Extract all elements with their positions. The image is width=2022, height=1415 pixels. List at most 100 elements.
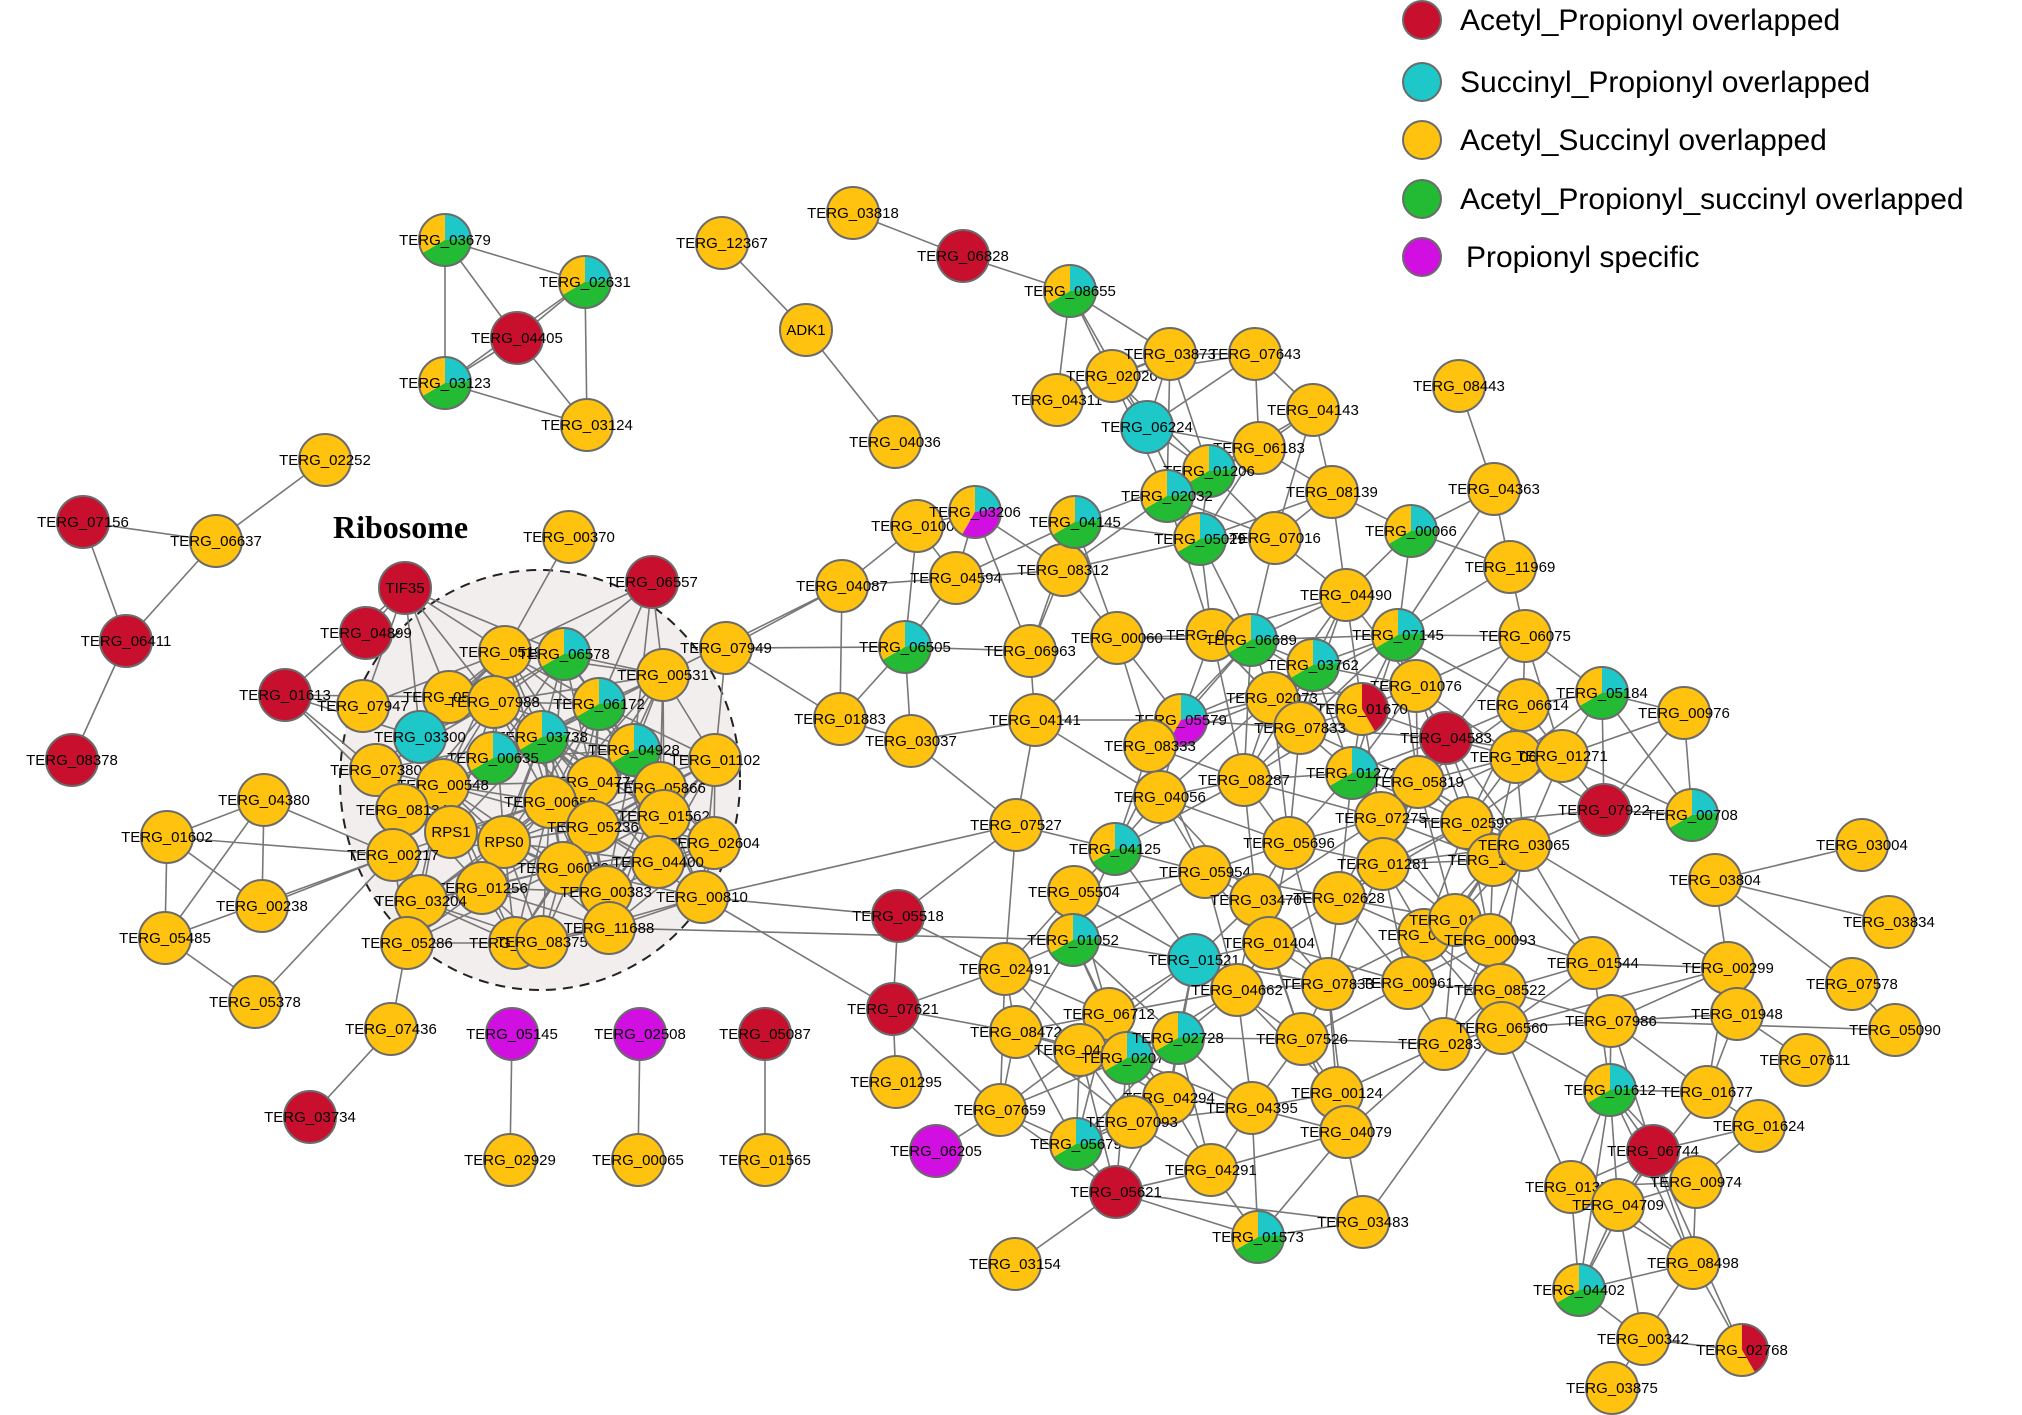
node-n189[interactable]: TERG_02768 xyxy=(1696,1323,1788,1377)
node-n169[interactable]: TERG_04395 xyxy=(1206,1081,1298,1135)
node-n124[interactable]: TERG_05819 xyxy=(1372,755,1464,809)
node-n39[interactable]: TERG_00650 xyxy=(504,775,596,829)
node-n29[interactable]: TERG_03300 xyxy=(374,710,466,764)
node-n82[interactable]: TERG_04145 xyxy=(1029,495,1121,549)
node-n41[interactable]: RPS1 xyxy=(424,805,478,859)
node-n55[interactable]: TERG_11688 xyxy=(564,901,655,955)
node-n154[interactable]: TERG_02491 xyxy=(959,942,1051,996)
node-n162[interactable]: TERG_06560 xyxy=(1456,1001,1548,1055)
node-n54[interactable]: TERG_08375 xyxy=(496,915,588,969)
node-n1[interactable]: TERG_03679 xyxy=(399,213,491,267)
node-n53[interactable]: TERG_05286 xyxy=(361,916,453,970)
node-n138[interactable]: TERG_05954 xyxy=(1159,845,1251,899)
node-n177[interactable]: TERG_06744 xyxy=(1607,1124,1699,1178)
node-n173[interactable]: TERG_01677 xyxy=(1661,1065,1753,1119)
node-n69[interactable]: TERG_05518 xyxy=(852,889,944,943)
node-n179[interactable]: TERG_05621 xyxy=(1070,1165,1162,1219)
node-n23[interactable]: TERG_05788 xyxy=(403,670,495,724)
node-n15[interactable]: TERG_06411 xyxy=(81,614,172,668)
node-n66[interactable]: TERG_00065 xyxy=(592,1133,684,1187)
node-n12[interactable]: TERG_02252 xyxy=(279,433,371,487)
node-n123[interactable]: TERG_01272 xyxy=(1306,746,1398,800)
node-n5[interactable]: TERG_03124 xyxy=(541,398,633,452)
node-n150[interactable]: TERG_00961 xyxy=(1362,956,1454,1010)
node-n13[interactable]: TERG_07156 xyxy=(37,495,129,549)
node-n109[interactable]: TERG_01076 xyxy=(1370,659,1462,713)
node-n81[interactable]: TERG_08312 xyxy=(1017,543,1109,597)
node-n86[interactable]: TERG_04311 xyxy=(1012,373,1103,427)
node-n11[interactable]: TERG_08655 xyxy=(1024,264,1116,318)
node-n47[interactable]: TERG_04400 xyxy=(612,835,704,889)
node-n167[interactable]: TERG_07659 xyxy=(954,1083,1046,1137)
node-n51[interactable]: TERG_00810 xyxy=(656,870,748,924)
node-n98[interactable]: TERG_08443 xyxy=(1413,359,1505,413)
node-n97[interactable]: TERG_08139 xyxy=(1286,465,1378,519)
node-n126[interactable]: TERG_00708 xyxy=(1646,788,1738,842)
node-n101[interactable]: TERG_11969 xyxy=(1465,540,1556,594)
node-n56[interactable]: TERG_04380 xyxy=(218,773,310,827)
node-n92[interactable]: TERG_06183 xyxy=(1213,421,1305,475)
node-n75[interactable]: TERG_03037 xyxy=(865,714,957,768)
node-n77[interactable]: TERG_01002 xyxy=(871,499,963,553)
node-n94[interactable]: TERG_02032 xyxy=(1121,469,1213,523)
node-n83[interactable]: TERG_06963 xyxy=(984,624,1076,678)
node-n155[interactable]: TERG_06712 xyxy=(1063,987,1155,1041)
node-n19[interactable]: TERG_06557 xyxy=(606,555,698,609)
node-n182[interactable]: TERG_04709 xyxy=(1572,1178,1664,1232)
node-n16[interactable]: TERG_08378 xyxy=(26,733,118,787)
node-n100[interactable]: TERG_00066 xyxy=(1365,504,1457,558)
node-n99[interactable]: TERG_04363 xyxy=(1448,462,1540,516)
node-n76[interactable]: TERG_04087 xyxy=(796,559,888,613)
node-n62[interactable]: TERG_03734 xyxy=(264,1090,356,1144)
node-n70[interactable]: TERG_07621 xyxy=(847,982,939,1036)
node-n9[interactable]: TERG_03818 xyxy=(807,186,899,240)
node-n6[interactable]: TERG_12367 xyxy=(676,216,768,270)
node-n85[interactable]: TERG_07527 xyxy=(970,798,1062,852)
node-n2[interactable]: TERG_02631 xyxy=(539,255,631,309)
node-n49[interactable]: TERG_03204 xyxy=(375,874,467,928)
node-n27[interactable]: TERG_07988 xyxy=(448,675,540,729)
node-n17[interactable]: TERG_00370 xyxy=(523,510,615,564)
node-n96[interactable]: TERG_07016 xyxy=(1229,511,1321,565)
node-n128[interactable]: TERG_05696 xyxy=(1243,816,1335,870)
node-n181[interactable]: TERG_00974 xyxy=(1650,1155,1742,1209)
node-n133[interactable]: TERG_03065 xyxy=(1478,818,1570,872)
node-n106[interactable]: TERG_07145 xyxy=(1352,608,1444,662)
node-n64[interactable]: TERG_02929 xyxy=(464,1133,556,1187)
node-n30[interactable]: TERG_03738 xyxy=(496,710,588,764)
node-n187[interactable]: TERG_04402 xyxy=(1533,1263,1625,1317)
node-n60[interactable]: TERG_05378 xyxy=(209,975,301,1029)
node-n134[interactable]: TERG_03004 xyxy=(1816,818,1908,872)
node-n152[interactable]: TERG_08522 xyxy=(1454,963,1546,1017)
node-n130[interactable]: TERG_02599 xyxy=(1421,796,1513,850)
node-n8[interactable]: TERG_04036 xyxy=(849,415,941,469)
node-n20[interactable]: TERG_04899 xyxy=(320,606,412,660)
node-n32[interactable]: TERG_00635 xyxy=(447,731,539,785)
node-n45[interactable]: TERG_02604 xyxy=(668,816,760,870)
node-n71[interactable]: TERG_01295 xyxy=(850,1055,942,1109)
node-n107[interactable]: TERG_06075 xyxy=(1479,609,1571,663)
node-n3[interactable]: TERG_04405 xyxy=(471,311,563,365)
node-n80[interactable]: TERG_06505 xyxy=(859,620,951,674)
node-n44[interactable]: TERG_00217 xyxy=(347,828,439,882)
node-n148[interactable]: TERG_04662 xyxy=(1191,963,1283,1017)
node-n26[interactable]: TERG_07947 xyxy=(317,679,409,733)
node-n108[interactable]: TERG_03762 xyxy=(1267,638,1359,692)
node-n57[interactable]: TERG_01602 xyxy=(121,810,213,864)
node-n117[interactable]: TERG_07833 xyxy=(1254,701,1346,755)
node-n114[interactable]: TERG_05184 xyxy=(1556,666,1648,720)
node-n147[interactable]: TERG_01404 xyxy=(1223,916,1315,970)
node-n176[interactable]: TERG_01624 xyxy=(1713,1099,1805,1153)
node-n172[interactable]: TERG_01612 xyxy=(1564,1063,1656,1117)
node-n112[interactable]: TERG_01670 xyxy=(1316,682,1408,736)
node-n4[interactable]: TERG_03123 xyxy=(399,356,491,410)
node-n175[interactable]: TERG_07093 xyxy=(1086,1095,1178,1149)
node-n42[interactable]: RPS0 xyxy=(477,815,531,869)
node-n95[interactable]: TERG_05029 xyxy=(1154,512,1246,566)
node-n89[interactable]: TERG_07643 xyxy=(1209,327,1301,381)
node-n186[interactable]: TERG_08498 xyxy=(1647,1236,1739,1290)
node-n78[interactable]: TERG_03206 xyxy=(929,485,1021,539)
node-n67[interactable]: TERG_05087 xyxy=(719,1007,811,1061)
node-n79[interactable]: TERG_04594 xyxy=(910,551,1002,605)
node-n127[interactable]: TERG_04125 xyxy=(1069,822,1161,876)
